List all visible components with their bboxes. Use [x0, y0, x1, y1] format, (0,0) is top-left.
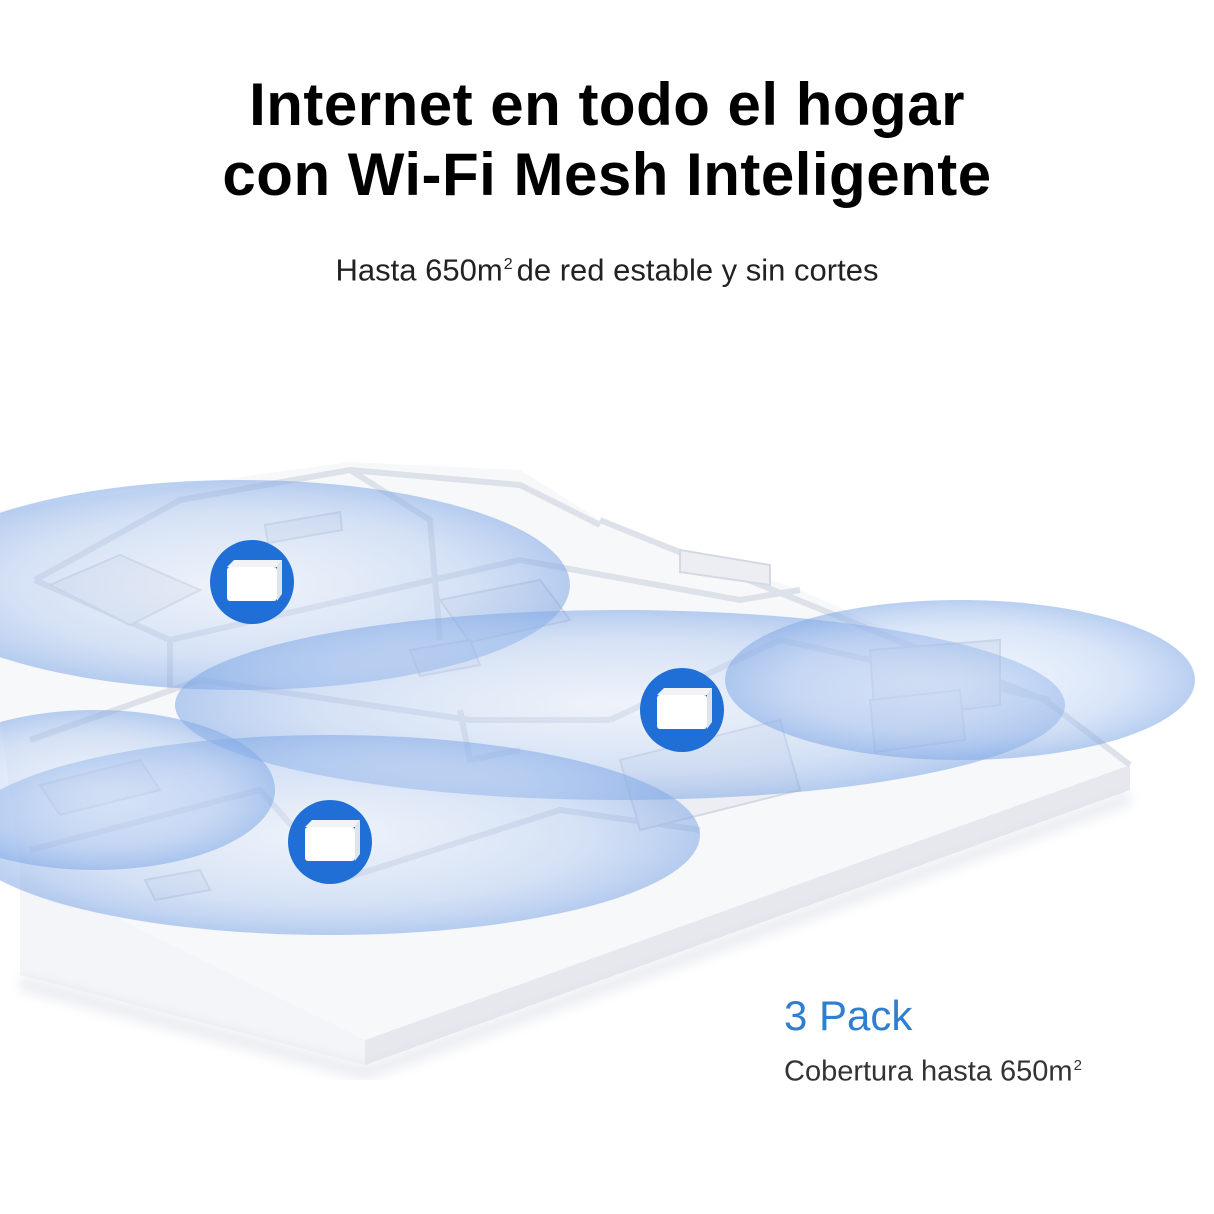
floor-plan-illustration: [0, 462, 1195, 1080]
pack-title: 3 Pack: [784, 992, 913, 1039]
mesh-router-icon: [657, 688, 712, 729]
subtitle-superscript: 2: [503, 256, 513, 273]
headline: Internet en todo el hogar con Wi-Fi Mesh…: [0, 70, 1214, 210]
pack-description-text: Cobertura hasta 650m: [784, 1055, 1073, 1088]
coverage-zone-3: [725, 600, 1195, 760]
headline-line-1: Internet en todo el hogar: [249, 71, 965, 138]
mesh-router-1: [210, 540, 294, 624]
mesh-router-icon: [305, 820, 360, 861]
subtitle-prefix: Hasta 650m: [335, 252, 503, 288]
coverage-zone-5: [0, 710, 275, 870]
headline-line-2: con Wi-Fi Mesh Inteligente: [222, 141, 992, 208]
mesh-router-icon: [227, 560, 282, 601]
pack-description-superscript: 2: [1073, 1057, 1082, 1074]
pack-description: Cobertura hasta 650m2: [784, 1046, 1082, 1092]
mesh-router-2: [640, 668, 724, 752]
mesh-router-3: [288, 800, 372, 884]
subtitle-suffix: de red estable y sin cortes: [516, 252, 879, 288]
